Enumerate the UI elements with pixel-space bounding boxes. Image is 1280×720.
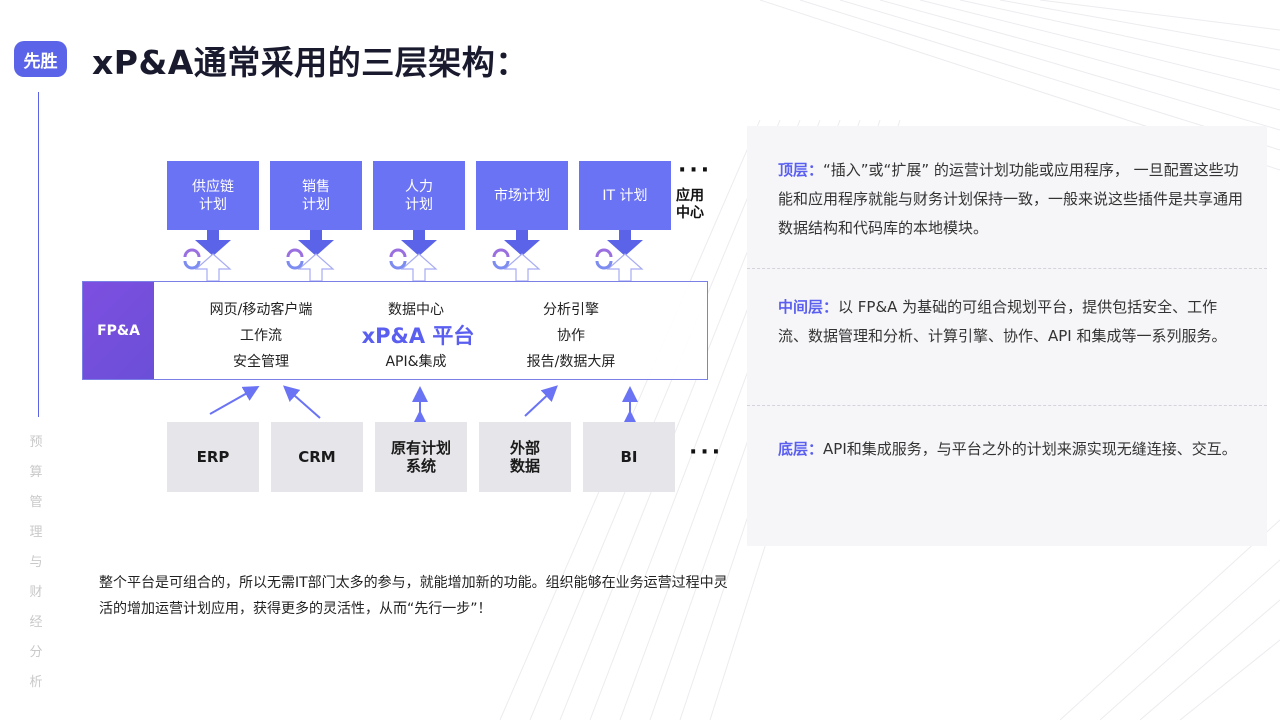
down-arrow-icon bbox=[298, 230, 334, 256]
top-layer-text: “插入”或“扩展” 的运营计划功能或应用程序， 一旦配置这些功能和应用程序就能与… bbox=[778, 161, 1244, 237]
panel-divider bbox=[747, 268, 1267, 269]
down-arrow-icon bbox=[504, 230, 540, 256]
up-arrow-outline-icon bbox=[194, 253, 232, 282]
source-box-legacy-planning: 原有计划 系统 bbox=[375, 422, 467, 492]
down-arrow-icon bbox=[607, 230, 643, 256]
app-box-marketing: 市场计划 bbox=[476, 161, 568, 230]
side-char: 分 bbox=[29, 645, 43, 660]
middle-layer-description: 中间层：以 FP&A 为基础的可组合规划平台，提供包括安全、工作流、数据管理和分… bbox=[778, 293, 1244, 351]
side-char: 与 bbox=[29, 555, 43, 570]
side-vertical-text: 预 算 管 理 与 财 经 分 析 bbox=[28, 432, 44, 702]
page-title: xP&A通常采用的三层架构： bbox=[92, 43, 529, 82]
side-char: 管 bbox=[29, 495, 43, 510]
bottom-layer-label: 底层： bbox=[778, 440, 824, 458]
summary-note: 整个平台是可组合的，所以无需IT部门太多的参与，就能增加新的功能。组织能够在业务… bbox=[99, 575, 728, 617]
platform-feature: 安全管理 bbox=[233, 354, 289, 370]
app-box-hr: 人力 计划 bbox=[373, 161, 465, 230]
platform-feature: 工作流 bbox=[240, 328, 282, 344]
platform-feature: API&集成 bbox=[385, 354, 447, 370]
fpa-label: FP&A bbox=[83, 282, 154, 379]
side-char: 预 bbox=[29, 435, 43, 450]
layer-description-panel: 顶层：“插入”或“扩展” 的运营计划功能或应用程序， 一旦配置这些功能和应用程序… bbox=[747, 126, 1267, 546]
source-box-crm: CRM bbox=[271, 422, 363, 492]
top-layer-label: 顶层： bbox=[778, 161, 824, 179]
side-char: 财 bbox=[29, 585, 43, 600]
up-arrow-outline-icon bbox=[606, 253, 644, 282]
up-arrow-outline-icon bbox=[503, 253, 541, 282]
sync-icon bbox=[595, 248, 613, 270]
sync-icon bbox=[286, 248, 304, 270]
platform-feature: 协作 bbox=[557, 328, 585, 344]
top-layer-description: 顶层：“插入”或“扩展” 的运营计划功能或应用程序， 一旦配置这些功能和应用程序… bbox=[778, 156, 1244, 243]
diagonal-arrow-icon bbox=[209, 386, 260, 415]
down-arrows bbox=[195, 230, 643, 256]
app-box-supply-chain: 供应链 计划 bbox=[167, 161, 259, 230]
side-char: 析 bbox=[29, 675, 43, 690]
up-arrow-outline-icon bbox=[400, 253, 438, 282]
source-connectors bbox=[209, 385, 638, 426]
side-divider bbox=[38, 92, 39, 417]
platform-feature: 网页/移动客户端 bbox=[209, 302, 313, 318]
bottom-layer-description: 底层：API和集成服务，与平台之外的计划来源实现无缝连接、交互。 bbox=[778, 435, 1244, 464]
source-box-external-data: 外部 数据 bbox=[479, 422, 571, 492]
more-apps-ellipsis: ··· bbox=[678, 158, 713, 183]
platform-feature: 报告/数据大屏 bbox=[526, 354, 616, 370]
side-char: 算 bbox=[29, 465, 43, 480]
platform-name: xP&A 平台 bbox=[361, 324, 475, 348]
diagonal-arrow-icon bbox=[524, 385, 558, 417]
up-arrow-outline-icon bbox=[297, 253, 335, 282]
app-box-sales: 销售 计划 bbox=[270, 161, 362, 230]
side-char: 理 bbox=[29, 525, 43, 540]
source-box-bi: BI bbox=[583, 422, 675, 492]
more-sources-ellipsis: ··· bbox=[689, 440, 724, 465]
bottom-layer-text: API和集成服务，与平台之外的计划来源实现无缝连接、交互。 bbox=[823, 440, 1237, 458]
middle-layer-label: 中间层： bbox=[778, 298, 839, 316]
sync-icon bbox=[389, 248, 407, 270]
sync-icon bbox=[492, 248, 510, 270]
down-arrow-icon bbox=[401, 230, 437, 256]
source-box-erp: ERP bbox=[167, 422, 259, 492]
up-arrows bbox=[194, 253, 644, 282]
platform-feature: 数据中心 bbox=[388, 302, 444, 318]
brand-logo: 先胜 bbox=[14, 41, 67, 77]
platform-feature: 分析引擎 bbox=[543, 302, 599, 318]
app-box-it: IT 计划 bbox=[579, 161, 671, 230]
diagonal-arrow-icon bbox=[283, 385, 321, 419]
middle-layer-text: 以 FP&A 为基础的可组合规划平台，提供包括安全、工作流、数据管理和分析、计算… bbox=[778, 298, 1227, 345]
sync-icon bbox=[183, 248, 201, 270]
sync-icons bbox=[183, 248, 613, 270]
side-char: 经 bbox=[29, 615, 43, 630]
down-arrow-icon bbox=[195, 230, 231, 256]
panel-divider bbox=[747, 405, 1267, 406]
platform-box: FP&A 网页/移动客户端 工作流 安全管理 数据中心 xP&A 平台 API&… bbox=[82, 281, 708, 380]
app-center-label: 应用 中心 bbox=[676, 188, 704, 221]
